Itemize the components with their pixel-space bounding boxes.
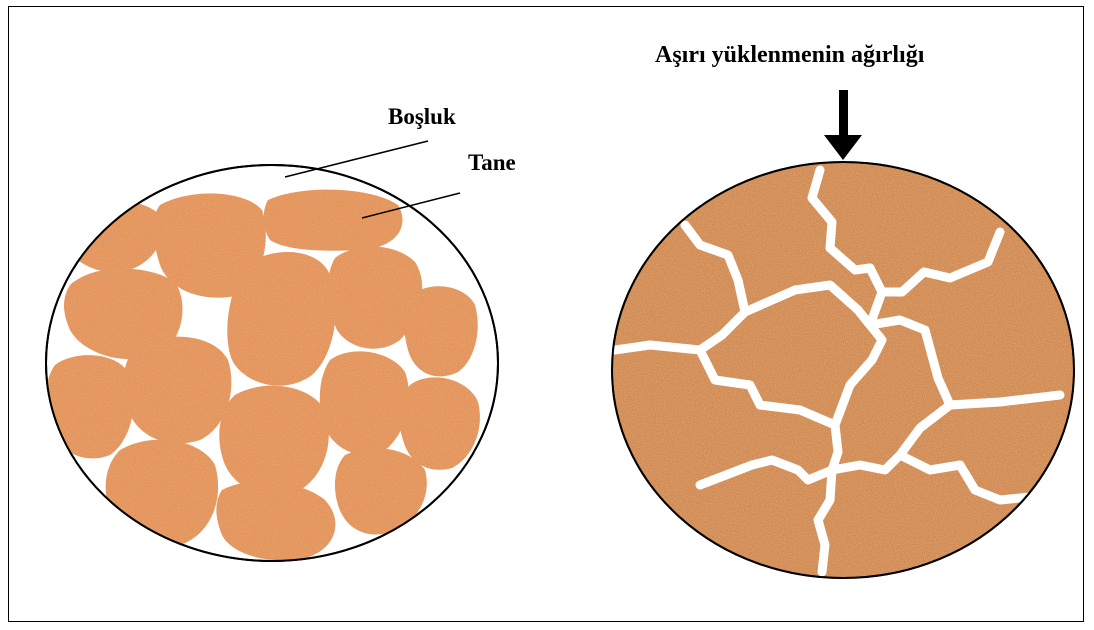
grain: [124, 337, 232, 444]
grain: [106, 440, 218, 547]
void-leader-line: [285, 141, 428, 177]
overburden-load-label: Aşırı yüklenmenin ağırlığı: [655, 43, 924, 67]
down-arrow-icon: [824, 90, 862, 160]
loose-soil-sample: [46, 141, 498, 561]
compacted-soil-sample: [612, 90, 1074, 578]
grain-label: Tane: [468, 151, 516, 174]
crack-line: [615, 345, 700, 350]
grain: [404, 286, 478, 376]
grain: [264, 190, 403, 251]
void-label: Boşluk: [388, 105, 456, 128]
grain: [335, 448, 427, 534]
grain: [227, 252, 335, 386]
grain: [46, 355, 134, 458]
grain: [219, 386, 329, 495]
